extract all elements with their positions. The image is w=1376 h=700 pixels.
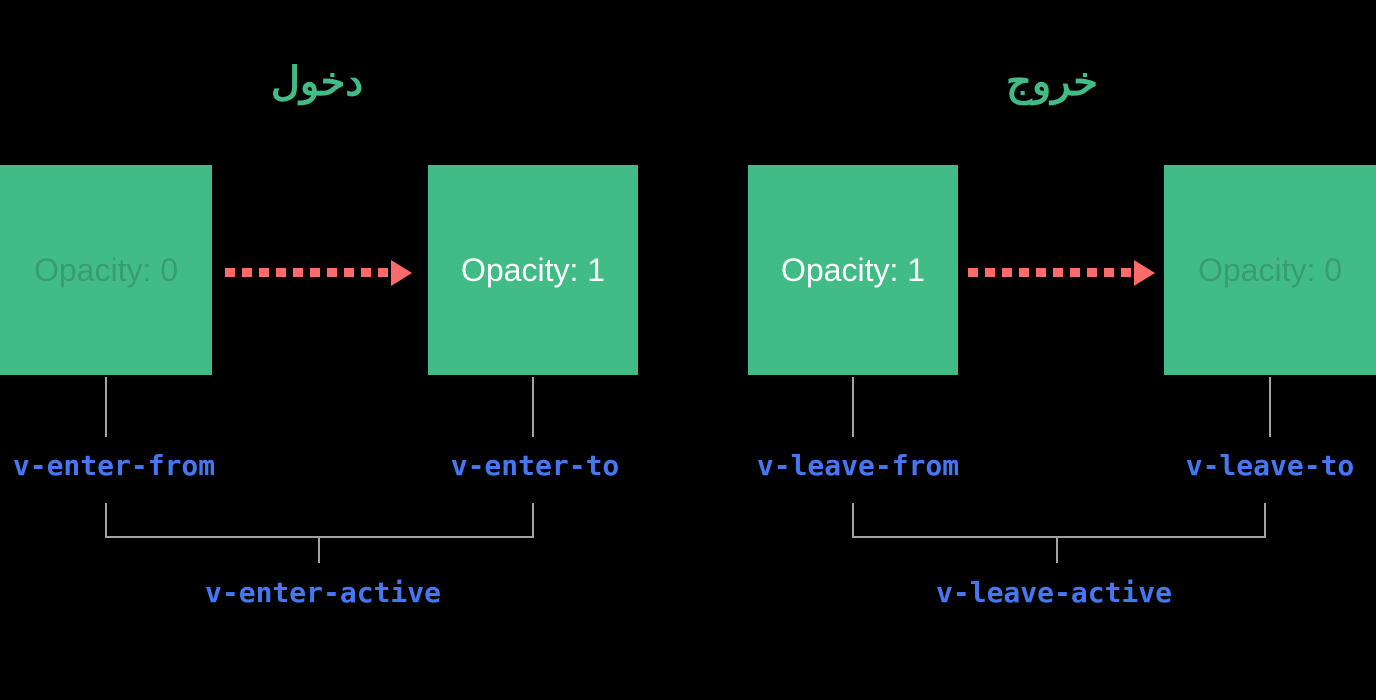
enter-from-box: Opacity: 0: [0, 165, 212, 375]
leave-active-bracket-stub: [1056, 537, 1058, 563]
leave-to-box-label: Opacity: 0: [1197, 252, 1343, 288]
enter-transition-arrow-icon: [225, 259, 412, 286]
arrow-dashed-line: [225, 268, 391, 277]
leave-to-connector-line: [1269, 377, 1271, 437]
leave-from-connector-line: [852, 377, 854, 437]
enter-active-class-label: v-enter-active: [204, 576, 442, 609]
enter-active-bracket-stub: [318, 537, 320, 563]
leave-from-box-label: Opacity: 1: [780, 252, 926, 288]
enter-active-bracket: [105, 503, 534, 538]
arrow-head-icon: [391, 259, 412, 286]
arrow-dashed-line: [968, 268, 1134, 277]
leave-to-box: Opacity: 0: [1164, 165, 1376, 375]
enter-section-title: دخول: [270, 60, 364, 104]
enter-from-connector-line: [105, 377, 107, 437]
enter-to-connector-line: [532, 377, 534, 437]
leave-active-class-label: v-leave-active: [935, 576, 1173, 609]
enter-to-class-label: v-enter-to: [450, 449, 620, 482]
enter-from-class-label: v-enter-from: [12, 449, 216, 482]
leave-section-title: خروج: [1006, 60, 1098, 104]
arrow-head-icon: [1134, 259, 1155, 286]
leave-active-bracket: [852, 503, 1266, 538]
enter-from-box-label: Opacity: 0: [33, 252, 179, 288]
leave-from-class-label: v-leave-from: [756, 449, 960, 482]
leave-transition-arrow-icon: [968, 259, 1155, 286]
leave-to-class-label: v-leave-to: [1185, 449, 1355, 482]
leave-from-box: Opacity: 1: [748, 165, 958, 375]
enter-to-box-label: Opacity: 1: [460, 252, 606, 288]
enter-to-box: Opacity: 1: [428, 165, 638, 375]
